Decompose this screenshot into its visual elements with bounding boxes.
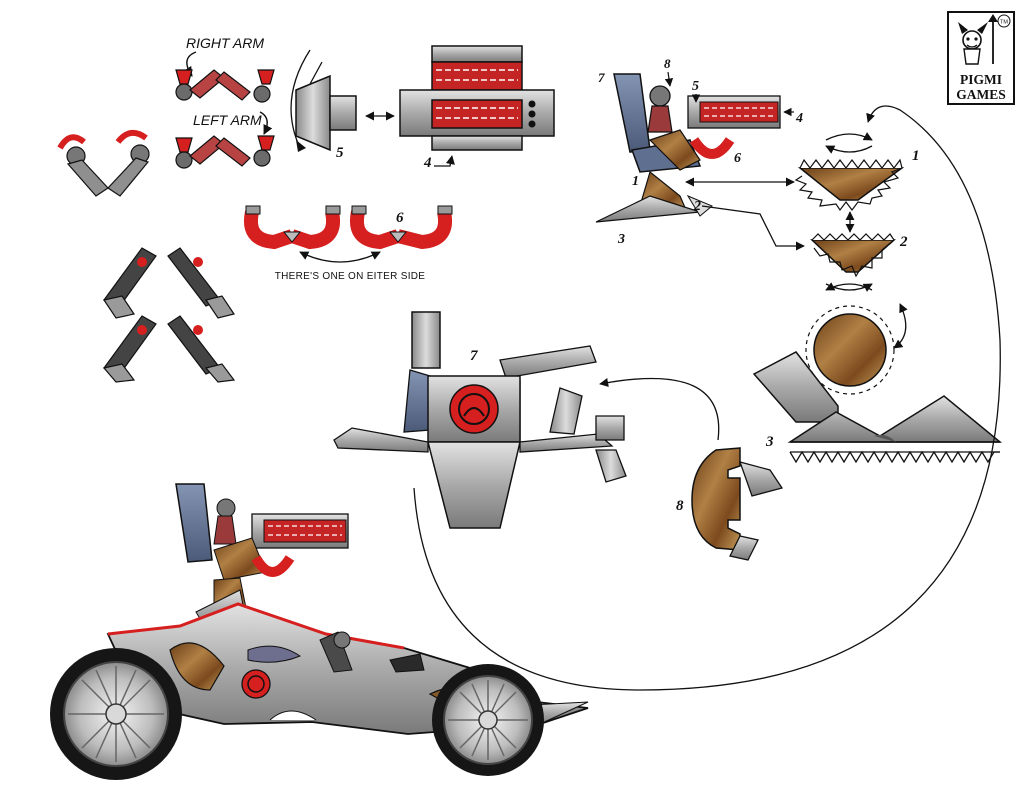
part-6-number: 6 (396, 210, 404, 226)
turret-label-8: 8 (664, 56, 671, 71)
left-arm-strip (175, 135, 275, 169)
part-4-number: 4 (423, 155, 432, 171)
part-5-piece: 5 (290, 49, 395, 161)
turret-label-1: 1 (632, 174, 639, 189)
arm-pieces-group: RIGHT ARM LEFT ARM (57, 35, 275, 383)
turret-label-7: 7 (598, 70, 605, 85)
part-2-piece: 2 (701, 205, 908, 292)
part-4-piece: 4 (399, 45, 555, 171)
part-6-link-arrow (299, 251, 381, 263)
right-arm-label: RIGHT ARM (186, 35, 264, 51)
assembled-vehicle (50, 483, 589, 780)
either-side-note: THERE'S ONE ON EITER SIDE (275, 271, 426, 282)
right-arm-strip (175, 69, 275, 103)
left-arm-arrow (259, 111, 273, 135)
left-arm-label: LEFT ARM (193, 112, 262, 128)
rear-wheel (50, 648, 182, 780)
front-wheel (432, 664, 544, 776)
part-8-piece: 8 (599, 377, 784, 561)
brand-line-1: PIGMI (960, 72, 1002, 87)
part-5-curve (290, 49, 311, 149)
assembled-turret-preview: 7 8 5 4 6 1 2 3 (595, 56, 803, 247)
part-3-number: 3 (765, 434, 774, 450)
part-2-link-arrow (701, 205, 805, 251)
pigmi-games-logo: TM PIGMI GAMES (947, 11, 1015, 105)
part-1-piece: 1 (685, 132, 920, 233)
part-2-number: 2 (899, 234, 908, 250)
turret-label-5: 5 (692, 79, 699, 94)
turret-label-2: 2 (693, 199, 701, 214)
part-8-number: 8 (676, 498, 684, 514)
part-1-number: 1 (912, 148, 920, 164)
part-6-pieces: 6 THERE'S ONE ON EITER SIDE (244, 205, 453, 282)
part-3-gear-arrow (893, 303, 908, 349)
long-connector-curve-right (413, 105, 1001, 691)
part-5-number: 5 (336, 145, 344, 161)
turret-label-4: 4 (795, 111, 803, 126)
part-8-link-arrow (599, 377, 720, 441)
assembled-arms-preview (57, 129, 150, 197)
leg-pieces (102, 247, 236, 383)
brand-line-2: GAMES (956, 87, 1006, 102)
turret-label-6: 6 (734, 151, 741, 166)
trademark-mark: TM (1000, 20, 1008, 26)
part-7-number: 7 (470, 348, 478, 364)
turret-label-3: 3 (617, 232, 625, 247)
part-3-piece: 3 (752, 303, 1003, 464)
part-7-piece: 7 (333, 311, 627, 529)
jester-mascot-icon (958, 14, 998, 65)
